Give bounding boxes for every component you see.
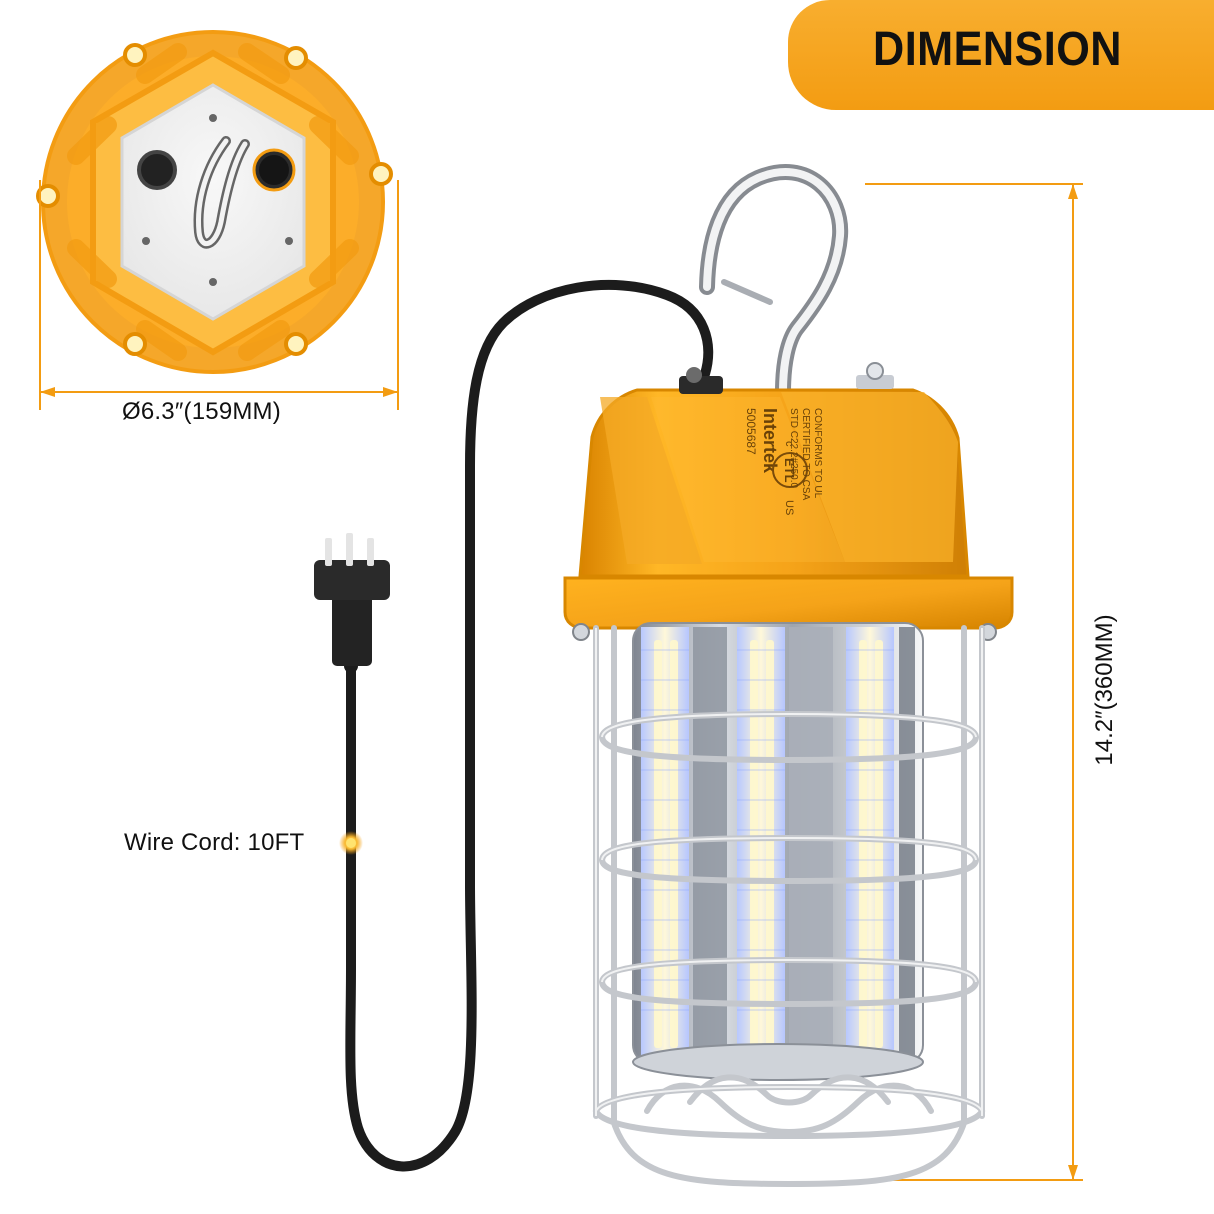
power-plug [332, 586, 372, 666]
embossed-product-marks: Intertek 5005687 c US ETL CONFORMS TO UL… [744, 408, 823, 515]
mark-country-c: c [783, 441, 795, 447]
mark-certificate-number: 5005687 [744, 408, 758, 455]
dimension-line-icon [40, 387, 55, 397]
top-view-fixture [36, 30, 393, 374]
mark-line-3: STD C22.2#250.0 [788, 408, 799, 488]
etl-logo-icon [772, 452, 808, 488]
height-label: 14.2″(360MM) [1091, 614, 1118, 766]
diameter-label: Ø6.3″(159MM) [122, 398, 281, 425]
dimension-title-banner [788, 0, 1214, 110]
mark-line-2: CERTIFIED TO CSA [800, 408, 811, 501]
mark-line-1: CONFORMS TO UL [812, 408, 823, 499]
mark-logo: ETL [782, 458, 797, 483]
mark-country-us: US [783, 500, 795, 515]
power-cord-assembly [314, 280, 714, 1172]
mark-brand: Intertek [760, 408, 780, 474]
hanging-hook [699, 164, 849, 400]
power-cord [345, 280, 714, 1172]
wire-cord-label: Wire Cord: 10FT [124, 829, 305, 856]
page-title: DIMENSION [873, 23, 1122, 76]
top-view-center-plate [120, 83, 306, 321]
height-dimension [865, 183, 1083, 1181]
light-housing [563, 362, 1014, 641]
led-core [632, 622, 924, 1081]
diameter-dimension [39, 180, 399, 410]
